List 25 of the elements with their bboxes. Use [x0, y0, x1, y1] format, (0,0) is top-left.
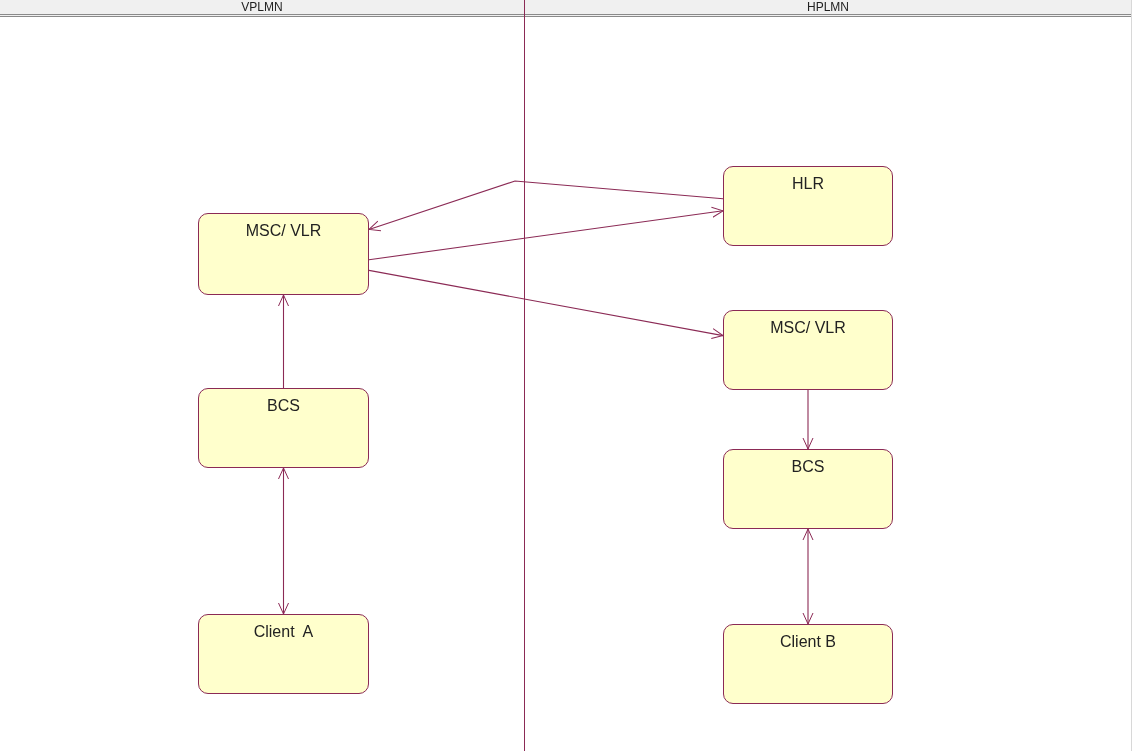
node-label: BCS [267, 397, 300, 414]
node-label: Client B [780, 633, 836, 650]
state-box [723, 166, 893, 246]
node-label: MSC/ VLR [245, 222, 322, 239]
node-label: Client A [253, 623, 314, 640]
arrow [368, 206, 724, 261]
state-box [723, 449, 893, 529]
swimlane [525, 0, 1132, 751]
arrow [802, 389, 814, 450]
arrow [802, 528, 814, 625]
swimlane [0, 0, 525, 751]
state-box [723, 624, 893, 704]
arrow [368, 269, 724, 339]
state-box [198, 388, 369, 468]
arrow [278, 467, 289, 615]
lane-title: HPLMN [807, 0, 849, 14]
node-label: HLR [792, 175, 824, 192]
node-label: MSC/ VLR [770, 319, 846, 336]
arrow [368, 180, 724, 232]
state-box [723, 310, 893, 390]
state-box [198, 213, 369, 295]
state-box [198, 614, 369, 694]
lane-title: VPLMN [241, 0, 283, 14]
node-label: BCS [791, 458, 825, 475]
arrow [278, 294, 289, 389]
